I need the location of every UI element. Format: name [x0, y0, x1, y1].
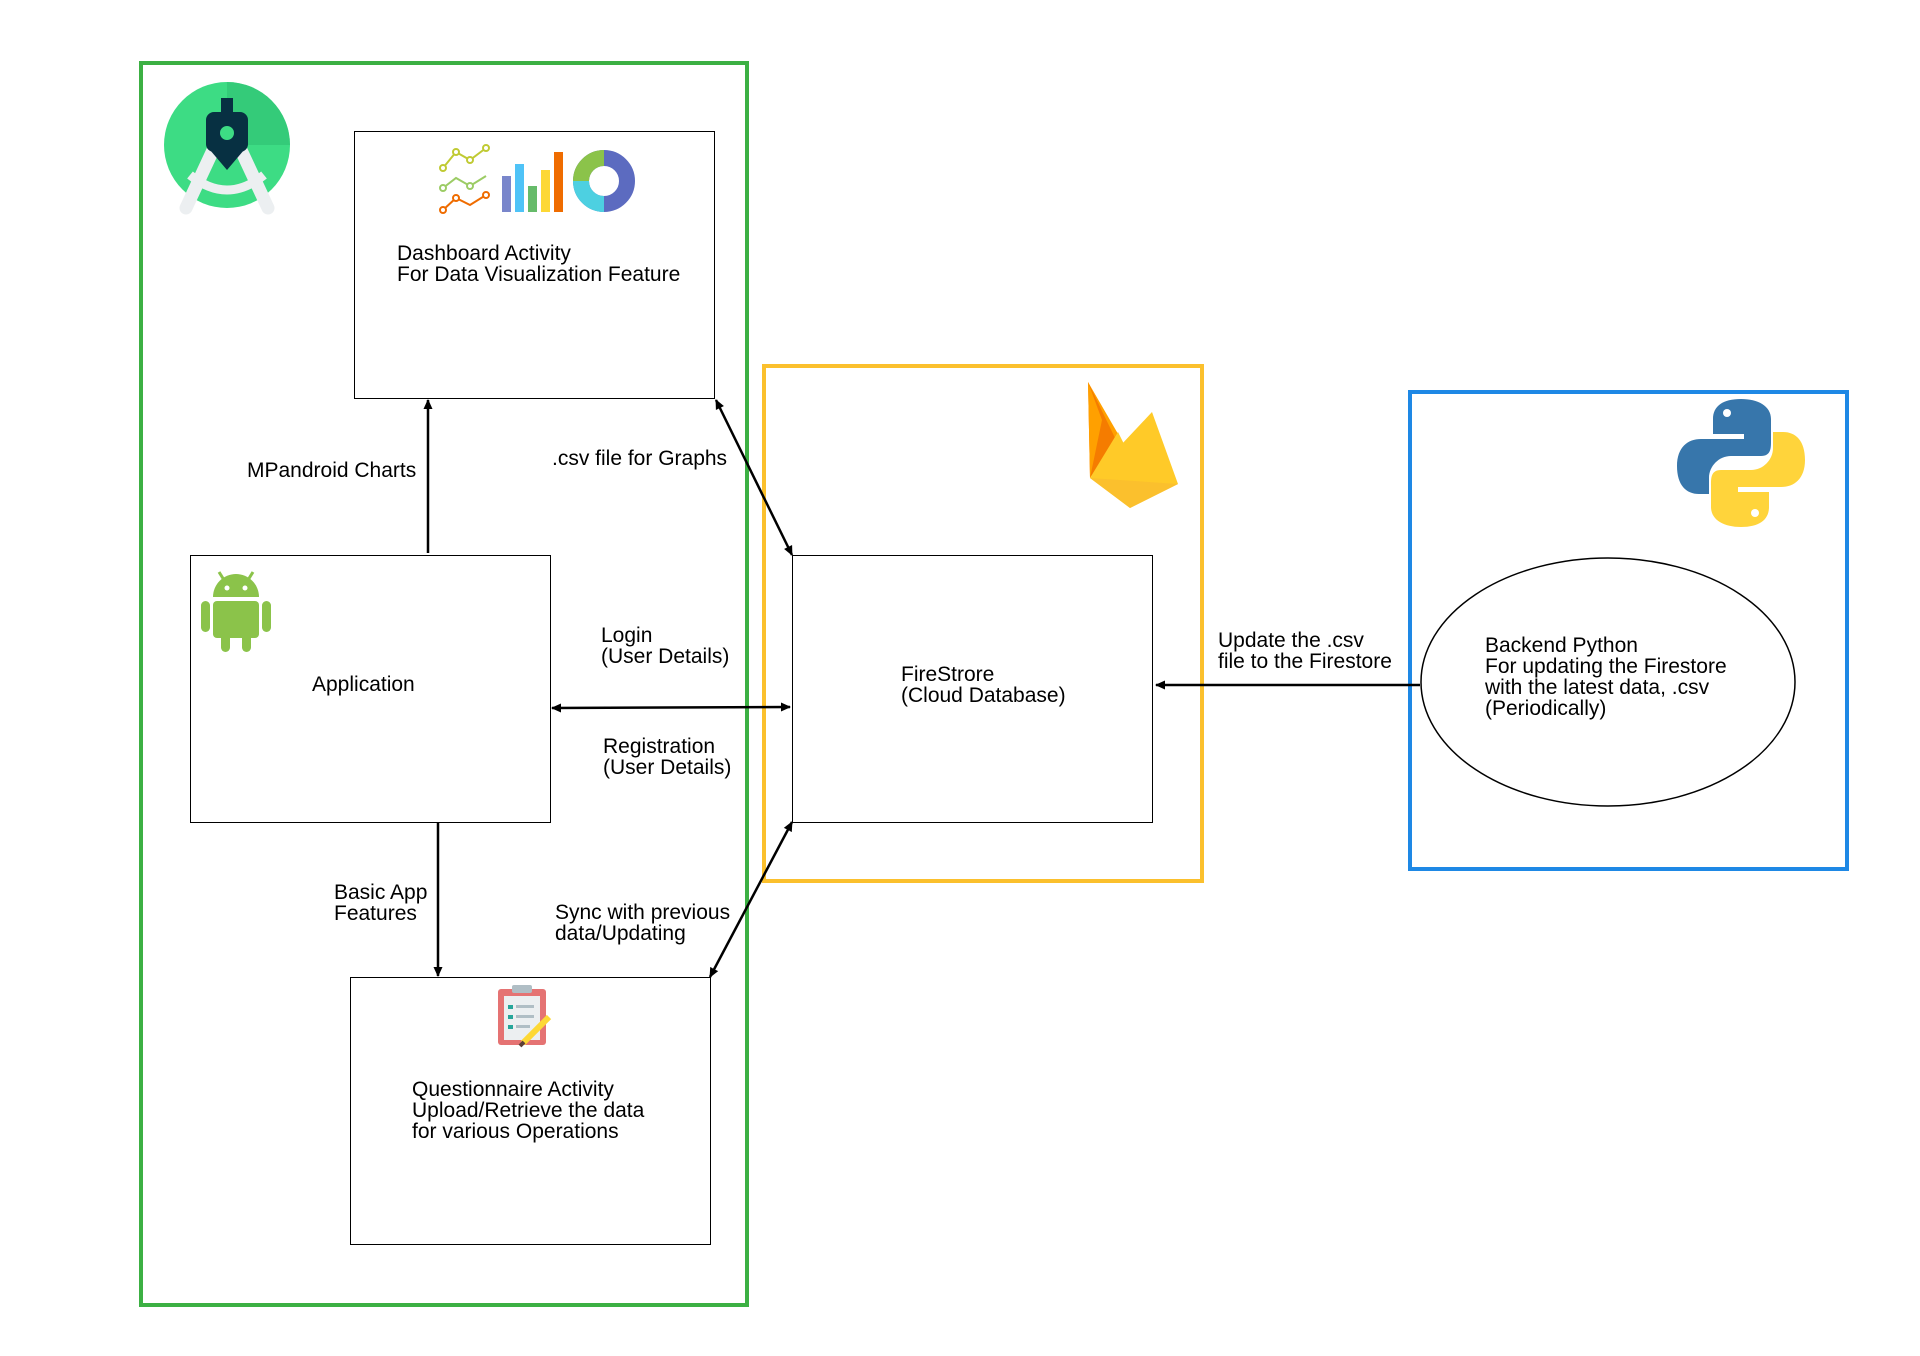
arrow-dashboard-firestore: [714, 399, 794, 556]
edge-label-login-1: Login: [601, 624, 653, 647]
application-label: Application: [312, 673, 415, 696]
questionnaire-line-3: for various Operations: [412, 1120, 619, 1143]
firebase-boundary: [762, 364, 1204, 883]
chart-icons: [439, 144, 635, 214]
clipboard-icon: [498, 985, 552, 1048]
android-studio-icon: [164, 82, 290, 215]
edge-label-mpandroid: MPandroid Charts: [247, 459, 417, 482]
edge-label-login-2: (User Details): [601, 645, 730, 668]
arrow-app-firestore: [551, 702, 791, 713]
edge-label-registration-2: (User Details): [603, 756, 732, 779]
edge-label-sync-1: Sync with previous: [555, 901, 731, 924]
edge-label-basic-1: Basic App: [334, 881, 428, 904]
dashboard-title: Dashboard Activity: [397, 242, 571, 265]
android-app-boundary: [139, 61, 749, 1307]
arrow-questionnaire-firestore: [708, 821, 794, 978]
android-robot-icon: [201, 571, 271, 652]
backend-python-node[interactable]: [1420, 557, 1796, 807]
firestore-line-2: (Cloud Database): [901, 684, 1066, 707]
edge-label-update-1: Update the .csv: [1218, 629, 1364, 652]
firestore-line-1: FireStrore: [901, 663, 995, 686]
dashboard-activity-box[interactable]: [354, 131, 715, 399]
python-icon: [1677, 399, 1805, 527]
firestore-box[interactable]: [792, 555, 1153, 823]
firebase-icon: [1088, 382, 1178, 508]
questionnaire-line-1: Questionnaire Activity: [412, 1078, 614, 1101]
dashboard-subtitle: For Data Visualization Feature: [397, 263, 681, 286]
application-box[interactable]: [190, 555, 551, 823]
edge-label-sync-2: data/Updating: [555, 922, 686, 945]
python-boundary: [1408, 390, 1849, 871]
backend-line-4: (Periodically): [1485, 697, 1607, 720]
backend-line-2: For updating the Firestore: [1485, 655, 1727, 678]
backend-line-3: with the latest data, .csv: [1485, 676, 1710, 699]
edge-label-csv-graphs: .csv file for Graphs: [552, 447, 728, 470]
edge-label-registration-1: Registration: [603, 735, 716, 758]
backend-line-1: Backend Python: [1485, 634, 1638, 657]
edge-label-update-2: file to the Firestore: [1218, 650, 1392, 673]
questionnaire-line-2: Upload/Retrieve the data: [412, 1099, 645, 1122]
edge-label-basic-2: Features: [334, 902, 417, 925]
